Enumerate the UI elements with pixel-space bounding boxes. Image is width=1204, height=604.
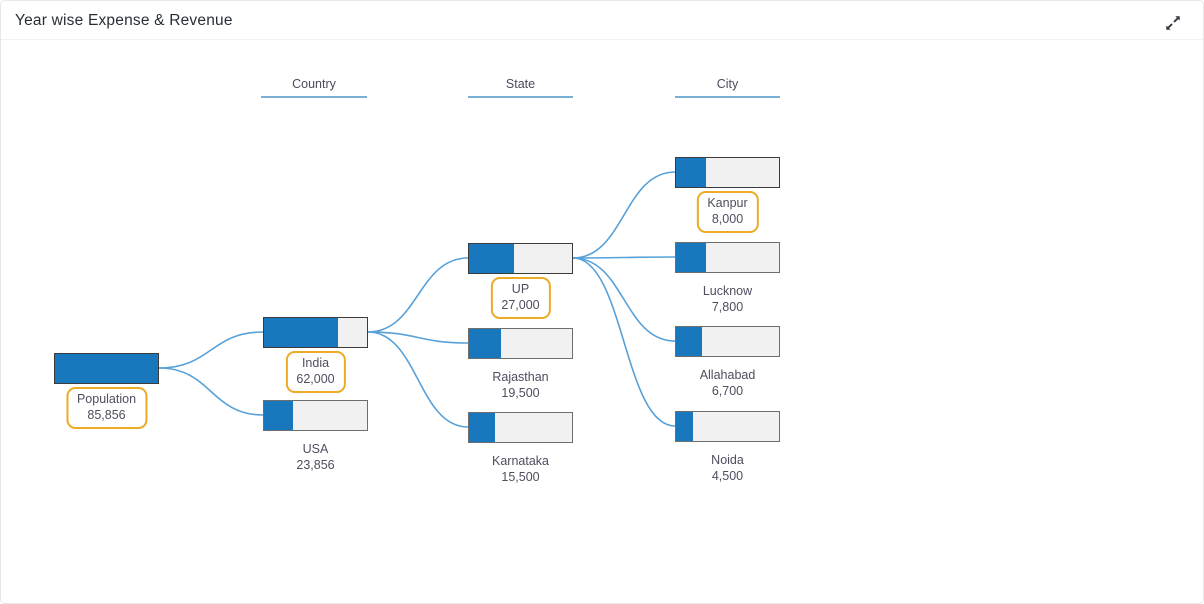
column-header-country: Country xyxy=(261,77,367,98)
node-bar-fill xyxy=(469,329,502,358)
node-bar-population[interactable] xyxy=(54,353,159,384)
node-rajasthan[interactable]: Rajasthan 19,500 xyxy=(468,328,573,400)
node-value: 6,700 xyxy=(711,384,744,398)
node-name: UP xyxy=(511,282,530,296)
node-name: USA xyxy=(302,442,329,456)
node-name: Allahabad xyxy=(699,368,756,382)
node-bar-fill xyxy=(264,401,293,430)
node-bar-fill xyxy=(676,327,702,356)
link-india-karnataka xyxy=(367,331,469,428)
node-name: Noida xyxy=(711,453,744,467)
node-value: 23,856 xyxy=(296,458,335,472)
link-population-usa xyxy=(158,367,264,416)
node-bar-noida[interactable] xyxy=(675,411,780,442)
node-label-population[interactable]: Population 85,856 xyxy=(65,387,148,429)
node-label-karnataka[interactable]: Karnataka 15,500 xyxy=(484,447,557,487)
node-name: Population xyxy=(76,392,137,406)
node-allahabad[interactable]: Allahabad 6,700 xyxy=(675,326,780,398)
node-karnataka[interactable]: Karnataka 15,500 xyxy=(468,412,573,484)
link-india-rajasthan xyxy=(367,331,469,344)
node-bar-karnataka[interactable] xyxy=(468,412,573,443)
node-value: 62,000 xyxy=(296,372,335,386)
node-value: 8,000 xyxy=(711,212,744,226)
link-up-noida xyxy=(572,257,676,427)
node-name: Kanpur xyxy=(707,196,748,210)
node-bar-fill xyxy=(676,158,707,187)
node-population[interactable]: Population 85,856 xyxy=(54,353,159,429)
column-header-state: State xyxy=(468,77,573,98)
node-name: Karnataka xyxy=(492,454,549,468)
node-bar-allahabad[interactable] xyxy=(675,326,780,357)
node-name: India xyxy=(301,356,330,370)
node-noida[interactable]: Noida 4,500 xyxy=(675,411,780,483)
link-up-kanpur xyxy=(572,171,676,259)
node-label-up[interactable]: UP 27,000 xyxy=(490,277,551,319)
node-value: 15,500 xyxy=(501,470,540,484)
node-bar-fill xyxy=(55,354,158,383)
node-lucknow[interactable]: Lucknow 7,800 xyxy=(675,242,780,314)
node-bar-fill xyxy=(469,244,514,273)
node-kanpur[interactable]: Kanpur 8,000 xyxy=(675,157,780,233)
node-bar-fill xyxy=(676,412,694,441)
widget-title: Year wise Expense & Revenue xyxy=(15,12,233,29)
node-bar-fill xyxy=(676,243,706,272)
link-population-india xyxy=(158,331,264,369)
node-label-noida[interactable]: Noida 4,500 xyxy=(703,446,752,486)
node-label-lucknow[interactable]: Lucknow 7,800 xyxy=(695,277,760,317)
node-value: 85,856 xyxy=(87,408,126,422)
node-india[interactable]: India 62,000 xyxy=(263,317,368,393)
column-header-city: City xyxy=(675,77,780,98)
node-bar-kanpur[interactable] xyxy=(675,157,780,188)
node-bar-fill xyxy=(469,413,495,442)
expand-icon[interactable] xyxy=(1161,11,1185,35)
node-value: 19,500 xyxy=(501,386,540,400)
node-usa[interactable]: USA 23,856 xyxy=(263,400,368,472)
node-label-kanpur[interactable]: Kanpur 8,000 xyxy=(696,191,759,233)
node-bar-up[interactable] xyxy=(468,243,573,274)
node-bar-rajasthan[interactable] xyxy=(468,328,573,359)
node-bar-india[interactable] xyxy=(263,317,368,348)
node-bar-lucknow[interactable] xyxy=(675,242,780,273)
node-label-usa[interactable]: USA 23,856 xyxy=(288,435,342,475)
link-up-allahabad xyxy=(572,257,676,342)
node-value: 4,500 xyxy=(711,469,744,483)
node-label-rajasthan[interactable]: Rajasthan 19,500 xyxy=(484,363,556,403)
node-bar-usa[interactable] xyxy=(263,400,368,431)
expand-diagonal-arrows-icon xyxy=(1166,16,1180,30)
node-label-india[interactable]: India 62,000 xyxy=(285,351,346,393)
node-name: Lucknow xyxy=(702,284,753,298)
link-india-up xyxy=(367,257,469,333)
node-bar-fill xyxy=(264,318,339,347)
node-value: 27,000 xyxy=(501,298,540,312)
node-value: 7,800 xyxy=(711,300,744,314)
link-up-lucknow xyxy=(572,256,676,259)
node-up[interactable]: UP 27,000 xyxy=(468,243,573,319)
header-divider xyxy=(1,39,1203,40)
node-label-allahabad[interactable]: Allahabad 6,700 xyxy=(692,361,764,401)
node-name: Rajasthan xyxy=(492,370,549,384)
